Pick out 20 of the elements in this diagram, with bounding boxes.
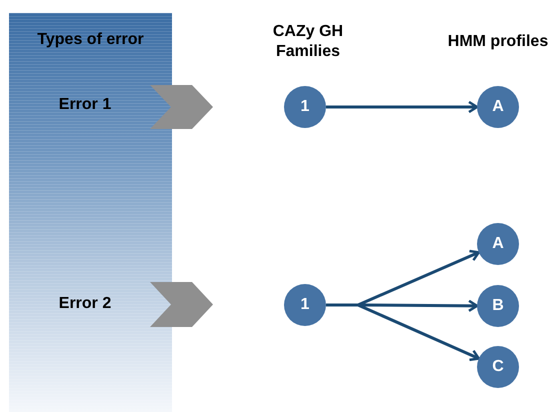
node-letter: 1 [300, 98, 310, 116]
circle-node [477, 223, 519, 265]
panel-heading: Types of error [36, 31, 145, 49]
column-heading: HMM profiles [446, 32, 550, 52]
node-letter: A [492, 98, 504, 116]
arrow [326, 100, 478, 114]
gradient-panel [9, 13, 172, 412]
arrow [326, 304, 480, 362]
circle-node [284, 284, 326, 326]
node-letter: 1 [300, 296, 310, 314]
circle-node [477, 86, 519, 128]
column-heading: CAZy GH Families [272, 22, 344, 62]
circle-node [477, 346, 519, 388]
circle-node [477, 285, 519, 327]
circle-node [284, 86, 326, 128]
error-label: Error 2 [58, 295, 112, 313]
node-letter: B [492, 297, 504, 315]
node-letter: C [492, 358, 504, 376]
error-label: Error 1 [58, 96, 112, 114]
node-letter: A [492, 235, 504, 253]
